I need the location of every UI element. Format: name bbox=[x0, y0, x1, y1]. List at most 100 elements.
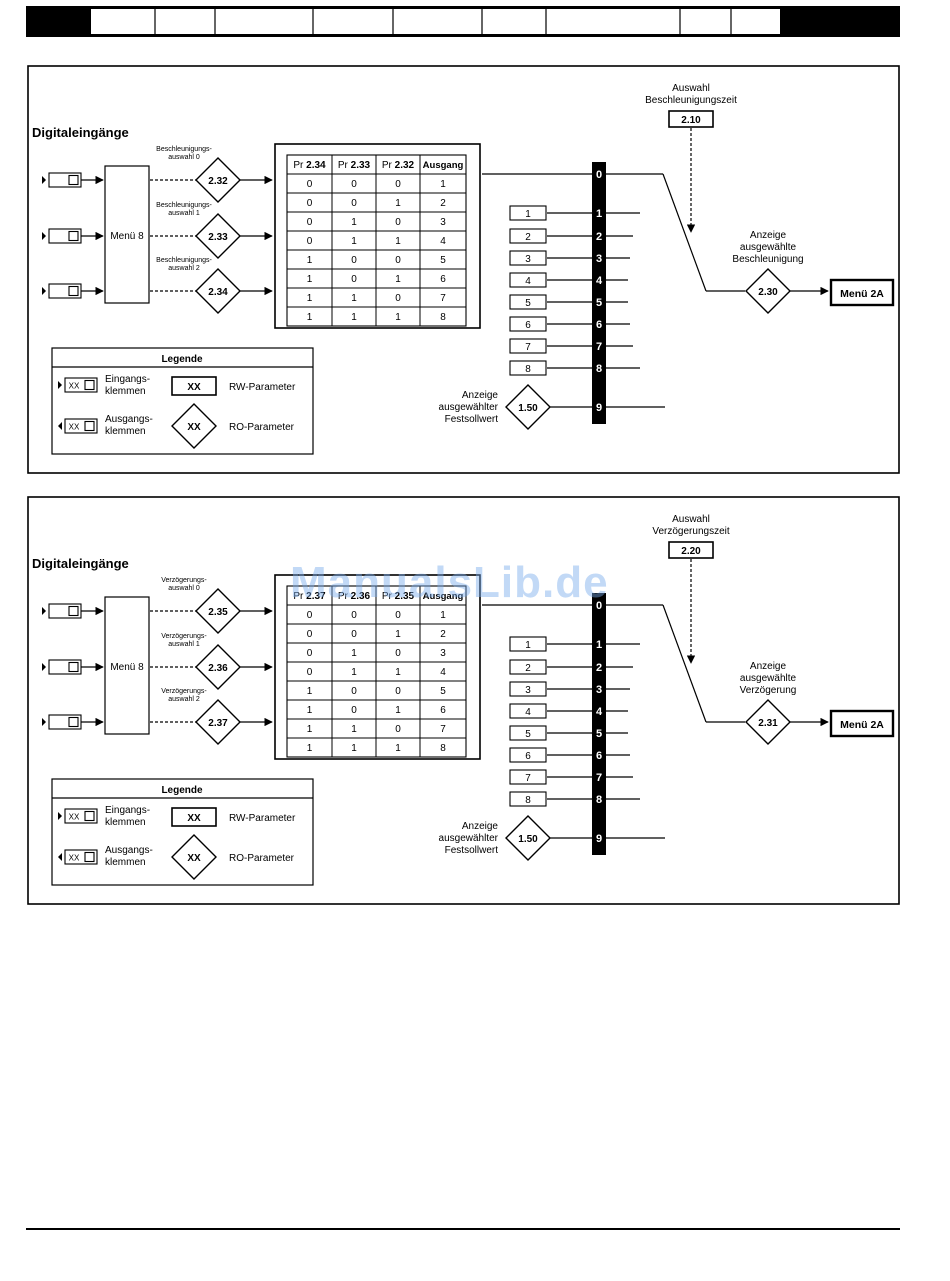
table-cell: 0 bbox=[395, 610, 401, 621]
table-cell: 0 bbox=[351, 274, 357, 285]
table-cell: 1 bbox=[307, 705, 313, 716]
table-cell: 0 bbox=[351, 629, 357, 640]
selector-bus bbox=[592, 162, 606, 424]
input-label-line-1: Verzögerungs- bbox=[161, 688, 207, 695]
input-label-line-1: Verzögerungs- bbox=[161, 633, 207, 640]
input-label-line-2: auswahl 2 bbox=[168, 696, 200, 703]
preset-box bbox=[509, 250, 547, 266]
table-header-prefix: Pr bbox=[382, 591, 393, 602]
legend-terminal-xx: XX bbox=[69, 854, 80, 863]
legend-output-label: Ausgangs- bbox=[105, 414, 153, 425]
table-cell: 1 bbox=[351, 724, 357, 735]
preset-number: 2 bbox=[525, 663, 531, 674]
preset-number: 7 bbox=[525, 773, 531, 784]
input-terminal-2 bbox=[42, 714, 82, 730]
input-terminal-0 bbox=[42, 172, 82, 188]
input-parameter-diamond bbox=[195, 588, 241, 634]
table-cell: 0 bbox=[395, 293, 401, 304]
preset-number: 5 bbox=[525, 298, 531, 309]
table-cell: 2 bbox=[440, 629, 446, 640]
table-cell: 0 bbox=[395, 255, 401, 266]
terminal-arrow-icon bbox=[42, 663, 46, 671]
table-cell: 1 bbox=[395, 629, 401, 640]
bus-position-number: 6 bbox=[596, 750, 602, 762]
table-cell: 0 bbox=[351, 610, 357, 621]
legend-ro-label: RO-Parameter bbox=[229, 853, 295, 864]
table-header-param: 2.37 bbox=[306, 591, 326, 602]
preset-number: 1 bbox=[525, 640, 531, 651]
table-cell: 0 bbox=[351, 686, 357, 697]
table-cell: 1 bbox=[307, 686, 313, 697]
display-label: Anzeige bbox=[750, 230, 787, 241]
table-cell: 7 bbox=[440, 724, 446, 735]
table-header-param: 2.35 bbox=[395, 591, 415, 602]
legend-terminal-square-icon bbox=[84, 379, 95, 391]
table-header-prefix: Pr bbox=[338, 160, 349, 171]
table-cell: 7 bbox=[440, 293, 446, 304]
table-header-prefix: Pr bbox=[382, 160, 393, 171]
preset-number: 6 bbox=[525, 751, 531, 762]
menu-8-label: Menü 8 bbox=[110, 231, 144, 242]
bus-position-number: 9 bbox=[596, 833, 602, 845]
legend-ro-label: RO-Parameter bbox=[229, 422, 295, 433]
output-menu-box bbox=[829, 709, 895, 738]
table-cell: 2 bbox=[440, 198, 446, 209]
input-terminal-2 bbox=[42, 283, 82, 299]
terminal-square-icon bbox=[68, 230, 79, 242]
preset-display-label: Festsollwert bbox=[445, 845, 499, 856]
diagram-frame bbox=[27, 496, 900, 905]
select-parameter-box bbox=[668, 110, 714, 128]
table-cell: 0 bbox=[395, 179, 401, 190]
switch-blade-line bbox=[662, 173, 707, 292]
select-label: Auswahl bbox=[672, 514, 710, 525]
table-cell: 0 bbox=[395, 217, 401, 228]
bus-position-number: 3 bbox=[596, 253, 602, 265]
select-parameter-box bbox=[668, 541, 714, 559]
display-parameter-value: 2.31 bbox=[758, 718, 778, 729]
table-header-cell: Pr 2.33 bbox=[338, 160, 371, 171]
table-cell: 0 bbox=[307, 629, 313, 640]
table-cell: 1 bbox=[395, 274, 401, 285]
preset-display-label: ausgewählter bbox=[439, 833, 499, 844]
legend: LegendeXXEingangs-klemmenXXAusgangs-klem… bbox=[51, 778, 314, 886]
display-parameter-value: 2.30 bbox=[758, 287, 778, 298]
bus-position-number: 5 bbox=[596, 297, 602, 309]
select-label: Auswahl bbox=[672, 83, 710, 94]
table-cell: 0 bbox=[307, 648, 313, 659]
preset-box bbox=[509, 681, 547, 697]
table-header-param: 2.36 bbox=[351, 591, 371, 602]
preset-box bbox=[509, 316, 547, 332]
preset-number: 8 bbox=[525, 364, 531, 375]
table-cell: 6 bbox=[440, 705, 446, 716]
table-cell: 3 bbox=[440, 217, 446, 228]
preset-box bbox=[509, 294, 547, 310]
output-menu-label: Menü 2A bbox=[840, 719, 884, 731]
table-cell: 0 bbox=[351, 179, 357, 190]
preset-display-label: Festsollwert bbox=[445, 414, 499, 425]
bus-position-number: 2 bbox=[596, 662, 602, 674]
table-cell: 1 bbox=[351, 217, 357, 228]
preset-box bbox=[509, 747, 547, 763]
table-cell: 0 bbox=[307, 198, 313, 209]
terminal-arrow-icon bbox=[42, 176, 46, 184]
legend-output-label: klemmen bbox=[105, 426, 146, 437]
table-header-cell: Pr 2.34 bbox=[293, 160, 326, 171]
table-cell: 1 bbox=[395, 705, 401, 716]
section-title: Digitaleingänge bbox=[32, 556, 129, 571]
terminal-square-icon bbox=[68, 661, 79, 673]
legend-terminal-square-icon bbox=[84, 851, 95, 863]
input-terminal-1 bbox=[42, 659, 82, 675]
legend-rw-box bbox=[171, 807, 217, 827]
legend-terminal-xx: XX bbox=[69, 382, 80, 391]
legend-title: Legende bbox=[161, 354, 203, 365]
table-header-prefix: Pr bbox=[338, 591, 349, 602]
input-terminal-0 bbox=[42, 603, 82, 619]
table-header-param: 2.34 bbox=[306, 160, 326, 171]
input-label-line-2: auswahl 2 bbox=[168, 265, 200, 272]
input-label-line-1: Beschleunigungs- bbox=[156, 257, 212, 264]
preset-number: 2 bbox=[525, 232, 531, 243]
